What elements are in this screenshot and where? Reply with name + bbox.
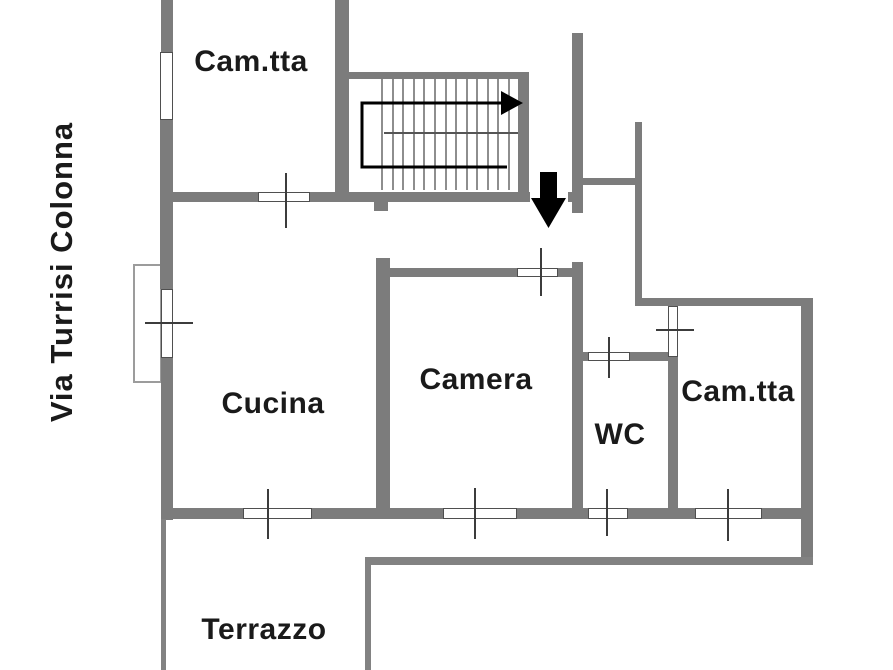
wall-segment <box>517 508 588 519</box>
wall-segment <box>348 72 529 79</box>
room-label-terrace: Terrazzo <box>201 613 327 646</box>
wall-segment <box>335 0 349 202</box>
wall-segment <box>161 358 173 520</box>
window <box>258 192 310 202</box>
window-tick <box>285 173 287 228</box>
window-tick <box>540 248 542 296</box>
wall-segment <box>572 262 583 518</box>
stair-tread <box>423 79 426 190</box>
wall-segment <box>628 508 695 519</box>
stair-tread <box>444 79 447 190</box>
wall-segment <box>668 357 678 518</box>
room-label-bedroom-right: Cam.tta <box>681 375 795 408</box>
stair-tread <box>508 79 510 190</box>
wall-segment <box>161 192 258 202</box>
entrance-down-arrow <box>531 172 566 228</box>
wall-segment <box>572 33 583 213</box>
room-label-bedroom-center: Camera <box>419 363 533 396</box>
terrace-parapet <box>161 519 166 670</box>
window-tick <box>727 489 729 541</box>
stair-tread <box>465 79 468 190</box>
wall-segment <box>583 352 588 361</box>
window <box>443 508 517 519</box>
window-tick <box>608 337 610 378</box>
terrace-parapet <box>365 565 371 670</box>
stair-landing-divider <box>384 132 518 134</box>
street-name-label: Via Turrisi Colonna <box>44 121 79 423</box>
wall-segment <box>310 192 530 202</box>
wall-segment <box>642 298 813 306</box>
window <box>517 268 558 277</box>
wall-segment <box>161 0 173 52</box>
wall-segment <box>312 508 443 519</box>
window <box>160 52 173 120</box>
room-label-wc: WC <box>594 418 646 451</box>
wall-segment <box>635 122 642 306</box>
stair-tread <box>476 79 479 190</box>
stair-tread <box>402 79 405 190</box>
stair-tread <box>433 79 436 190</box>
window-tick <box>474 488 476 539</box>
window-tick <box>145 322 193 324</box>
window <box>588 508 628 519</box>
room-label-bedroom-top-left: Cam.tta <box>194 45 308 78</box>
wall-segment <box>762 508 813 519</box>
stair-tread <box>391 79 394 190</box>
wall-segment <box>376 258 390 518</box>
wall-segment <box>801 298 813 565</box>
wall-segment <box>558 268 572 277</box>
wall-segment <box>518 79 529 202</box>
stair-tread <box>497 79 500 190</box>
stair-tread <box>455 79 458 190</box>
window-tick <box>606 489 608 536</box>
wall-segment <box>583 178 642 185</box>
window <box>668 306 678 357</box>
wall-segment <box>390 268 517 277</box>
window-tick <box>656 329 694 331</box>
terrace-parapet <box>365 557 813 565</box>
wall-segment <box>160 120 173 289</box>
stair-tread <box>412 79 415 190</box>
window-tick <box>267 489 269 539</box>
wall-segment <box>374 202 388 211</box>
room-label-kitchen: Cucina <box>221 387 325 420</box>
window <box>243 508 312 519</box>
stair-tread <box>486 79 489 190</box>
stairs-up-arrow <box>360 91 523 169</box>
stair-tread <box>381 79 383 190</box>
wall-segment <box>161 508 243 519</box>
wall-segment <box>630 352 678 361</box>
